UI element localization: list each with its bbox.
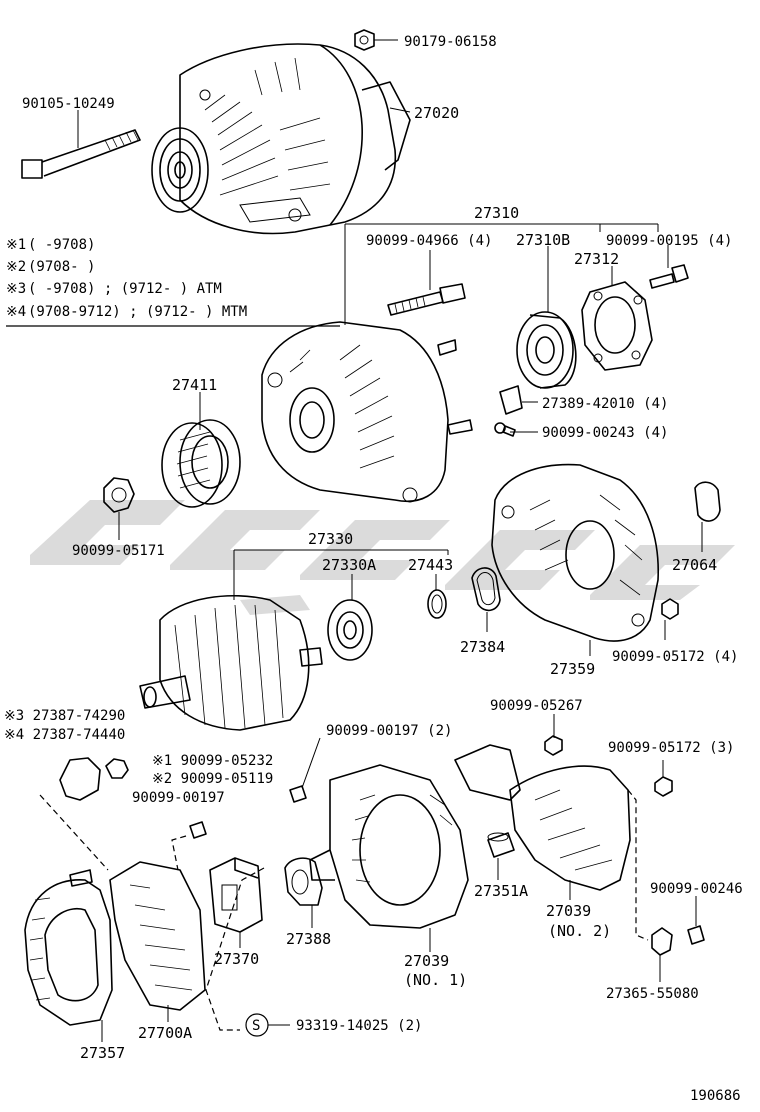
regulator-27700A [109, 861, 206, 1011]
label-90099-05171: 90099-05171 [72, 543, 165, 559]
label-90099-05232: ※1 90099-05232 [152, 753, 273, 769]
label-90099-00197: 90099-00197 [132, 790, 225, 806]
label-27039-no1-sub: (NO. 1) [404, 971, 467, 989]
label-27020: 27020 [414, 104, 459, 122]
rear-cover-27039-no1 [309, 764, 469, 929]
label-90099-00243: 90099-00243 (4) [542, 425, 668, 441]
label-27312: 27312 [574, 250, 619, 268]
screw-90099-00197 [189, 821, 207, 839]
label-90099-05119: ※2 90099-05119 [152, 771, 273, 787]
bearing-27330A [327, 599, 373, 661]
label-27064: 27064 [672, 556, 717, 574]
label-27039-no1: 27039 [404, 952, 449, 970]
dashed-guides [39, 789, 649, 1031]
label-27389-42010: 27389-42010 (4) [542, 396, 668, 412]
screw-90099-00197-2 [289, 785, 307, 803]
label-93319-14025: 93319-14025 (2) [296, 1018, 422, 1034]
pulley-27411 [161, 419, 241, 508]
label-27370: 27370 [214, 950, 259, 968]
terminal-27365-55080 [651, 925, 705, 956]
label-27388: 27388 [286, 930, 331, 948]
nut-90099-05172-3 [654, 776, 673, 797]
label-27365-55080: 27365-55080 [606, 986, 699, 1002]
bearing-27310B [516, 311, 577, 389]
brush-holder-27370 [209, 857, 263, 933]
cover-27388 [284, 857, 323, 906]
label-27443: 27443 [408, 556, 453, 574]
note-3-text: ( -9708) ; (9712- ) ATM [28, 281, 222, 297]
label-90099-05267: 90099-05267 [490, 698, 583, 714]
drive-end-frame [261, 321, 473, 503]
seal-27384 [471, 567, 501, 612]
label-27359: 27359 [550, 660, 595, 678]
label-90179-06158: 90179-06158 [404, 34, 497, 50]
label-90099-05172-4: 90099-05172 (4) [612, 649, 738, 665]
note-2-mark: ※2 [6, 259, 26, 275]
note-4-mark: ※4 [6, 304, 26, 320]
label-90099-05172-3: 90099-05172 (3) [608, 740, 734, 756]
s-mark-circle [245, 1013, 269, 1037]
label-90105-10249: 90105-10249 [22, 96, 115, 112]
label-27387-74440: ※4 27387-74440 [4, 727, 125, 743]
nut-90179-06158 [354, 29, 375, 51]
label-27351A: 27351A [474, 882, 528, 900]
label-27039-no2: 27039 [546, 902, 591, 920]
note-1-text: ( -9708) [28, 237, 95, 253]
label-90099-04966: 90099-04966 (4) [366, 233, 492, 249]
label-90099-00195: 90099-00195 (4) [606, 233, 732, 249]
brush-holder-plug-27387 [59, 757, 101, 801]
watermark [30, 500, 735, 615]
insulator-27389-42010 [499, 385, 523, 415]
label-27310: 27310 [474, 204, 519, 222]
washer-27443 [427, 589, 447, 619]
note-2-text: (9708- ) [28, 259, 95, 275]
label-27387-74290: ※3 27387-74290 [4, 708, 125, 724]
leader-lines [77, 39, 703, 1042]
label-27357: 27357 [80, 1044, 125, 1062]
retainer-plate-27312 [581, 281, 653, 371]
label-90099-00197-2: 90099-00197 (2) [326, 723, 452, 739]
rectifier-end-frame-27359 [491, 463, 659, 642]
insulator-27351A [487, 832, 515, 858]
rear-cover-27039-no2 [454, 744, 631, 891]
diagram-id: 190686 [690, 1088, 741, 1104]
rotor-27330 [139, 595, 323, 731]
nut-90099-05232 [105, 758, 129, 779]
label-27330A: 27330A [322, 556, 376, 574]
nut-90099-05267 [544, 735, 563, 756]
screw-90099-00243 [494, 422, 516, 437]
bolt-90105-10249 [21, 129, 141, 179]
cover-27064 [694, 481, 721, 522]
alternator-assembly [151, 43, 411, 235]
nut-90099-05171 [103, 477, 135, 513]
s-mark: S [252, 1018, 260, 1034]
stud-90099-04966 [387, 283, 466, 316]
note-4-text: (9708-9712) ; (9712- ) MTM [28, 304, 247, 320]
rectifier-27357 [24, 869, 113, 1026]
label-27330: 27330 [308, 530, 353, 548]
note-3-mark: ※3 [6, 281, 26, 297]
labels: 90179-06158 27020 90105-10249 ※1 ( -9708… [4, 34, 743, 1104]
label-27310B: 27310B [516, 231, 570, 249]
nut-90099-05172-4 [661, 598, 679, 620]
label-27700A: 27700A [138, 1024, 192, 1042]
label-27384: 27384 [460, 638, 505, 656]
label-27039-no2-sub: (NO. 2) [548, 922, 611, 940]
label-90099-00246: 90099-00246 [650, 881, 743, 897]
screw-90099-00195 [649, 264, 689, 289]
label-27411: 27411 [172, 376, 217, 394]
note-1-mark: ※1 [6, 237, 26, 253]
